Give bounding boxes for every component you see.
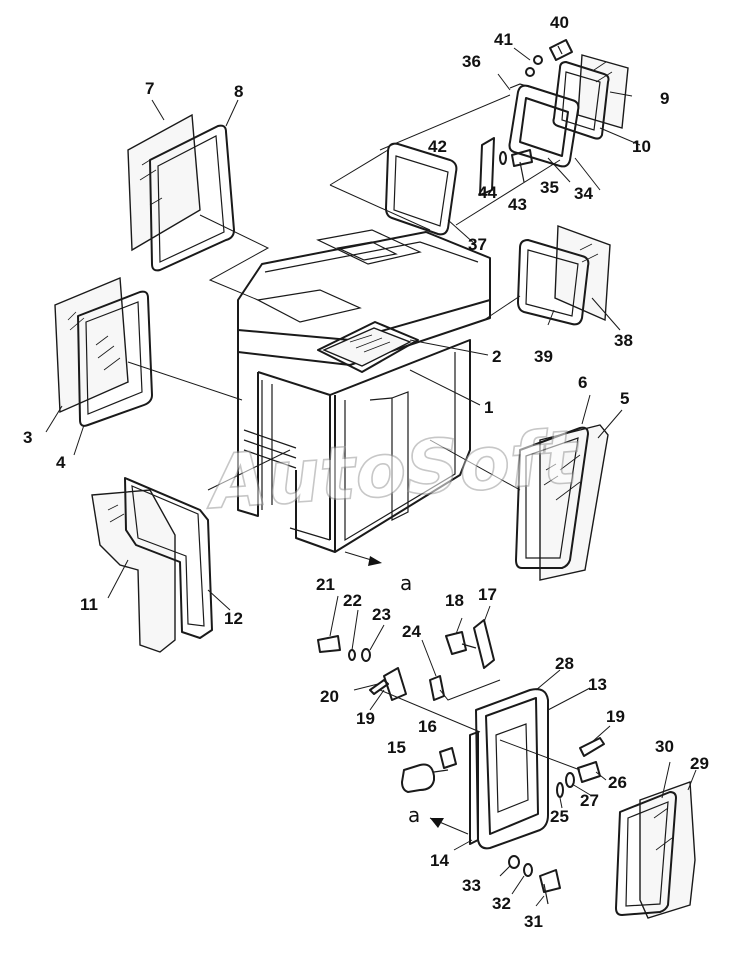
window-seal-8: [149, 124, 235, 272]
callout-20: 20: [320, 687, 339, 706]
callout-12: 12: [224, 609, 243, 628]
callout-21: 21: [316, 575, 335, 594]
nut-16: [439, 747, 457, 769]
callout-33: 33: [462, 876, 481, 895]
window-glass-38: [554, 225, 611, 322]
washer-27: [565, 772, 575, 788]
callout-23: 23: [372, 605, 391, 624]
washer-32: [523, 863, 533, 877]
window-seal-37: [385, 142, 458, 236]
callout-28: 28: [555, 654, 574, 673]
window-seal-10: [552, 61, 610, 140]
callout-10: 10: [632, 137, 651, 156]
view-arrow-a-upper: [344, 551, 382, 566]
bolt-26: [577, 761, 601, 783]
callout-7: 7: [145, 79, 154, 98]
striker-24: [429, 675, 445, 701]
bolt-40: [549, 39, 573, 61]
view-arrow-a-lower: [429, 817, 469, 835]
window-seal-12: [124, 477, 213, 639]
callout-1: 1: [484, 398, 493, 417]
callout-29: 29: [690, 754, 709, 773]
callout-42: 42: [428, 137, 447, 156]
callout-15: 15: [387, 738, 406, 757]
hatch-frame-34: [508, 83, 580, 168]
window-glass-9: [577, 54, 629, 129]
callout-24: 24: [402, 622, 421, 641]
callout-4: 4: [56, 453, 66, 472]
assembly-lines: [127, 94, 581, 771]
callout-3: 3: [23, 428, 32, 447]
callout-31: 31: [524, 912, 543, 931]
bolt-31: [539, 869, 561, 905]
bracket-17: [473, 619, 495, 669]
window-seal-4: [77, 290, 153, 427]
window-glass-3: [54, 276, 129, 414]
bracket-42: [479, 137, 495, 196]
window-glass-11: [91, 489, 176, 653]
callout-2: 2: [492, 347, 501, 366]
spring-19-left: [369, 679, 389, 695]
callout-5: 5: [620, 389, 629, 408]
callout-34: 34: [574, 184, 593, 203]
callout-labels: 1 2 3 4 5 6 7 8 9 10 11 12 13 14 15 16 1…: [23, 13, 709, 931]
callout-14: 14: [430, 851, 449, 870]
latch-20: [383, 667, 407, 701]
callout-30: 30: [655, 737, 674, 756]
callout-9: 9: [660, 89, 669, 108]
callout-17: 17: [478, 585, 497, 604]
view-marker-lower: a: [408, 803, 420, 827]
spring-19-right: [579, 737, 605, 757]
leader-lines: [45, 47, 697, 907]
window-glass-7: [127, 113, 201, 252]
window-seal-6: [515, 426, 589, 569]
nut-41: [533, 55, 543, 65]
window-seal-39: [517, 239, 590, 326]
knob-15: [401, 763, 449, 793]
bolt-18: [445, 631, 477, 655]
washer-22: [348, 649, 356, 661]
callout-37: 37: [468, 235, 487, 254]
door-frame-28: [469, 688, 549, 850]
callout-35: 35: [540, 178, 559, 197]
callout-13: 13: [588, 675, 607, 694]
door-seal-30: [615, 791, 677, 916]
pin-25: [556, 782, 564, 798]
callout-43: 43: [508, 195, 527, 214]
callout-11: 11: [80, 595, 98, 614]
callout-26: 26: [608, 773, 627, 792]
cab-body: [237, 229, 491, 553]
callout-8: 8: [234, 82, 243, 101]
callout-25: 25: [550, 807, 569, 826]
callout-44: 44: [478, 183, 497, 202]
callout-18: 18: [445, 591, 464, 610]
callout-36: 36: [462, 52, 481, 71]
pin-36: [525, 67, 535, 77]
window-glass-5: [539, 424, 609, 581]
callout-38: 38: [614, 331, 633, 350]
callout-6: 6: [578, 373, 587, 392]
callout-41: 41: [494, 30, 513, 49]
bolt-21: [317, 635, 341, 653]
view-marker-upper: a: [400, 571, 412, 595]
callout-32: 32: [492, 894, 511, 913]
callout-16: 16: [418, 717, 437, 736]
callout-19a: 19: [356, 709, 375, 728]
callout-39: 39: [534, 347, 553, 366]
callout-19b: 19: [606, 707, 625, 726]
callout-27: 27: [580, 791, 599, 810]
bolt-43: [511, 149, 533, 183]
washer-33: [508, 855, 520, 869]
washer-23: [361, 648, 371, 662]
callout-22: 22: [343, 591, 362, 610]
washer-44: [499, 151, 507, 165]
callout-40: 40: [550, 13, 569, 32]
door-glass-29: [639, 781, 696, 919]
